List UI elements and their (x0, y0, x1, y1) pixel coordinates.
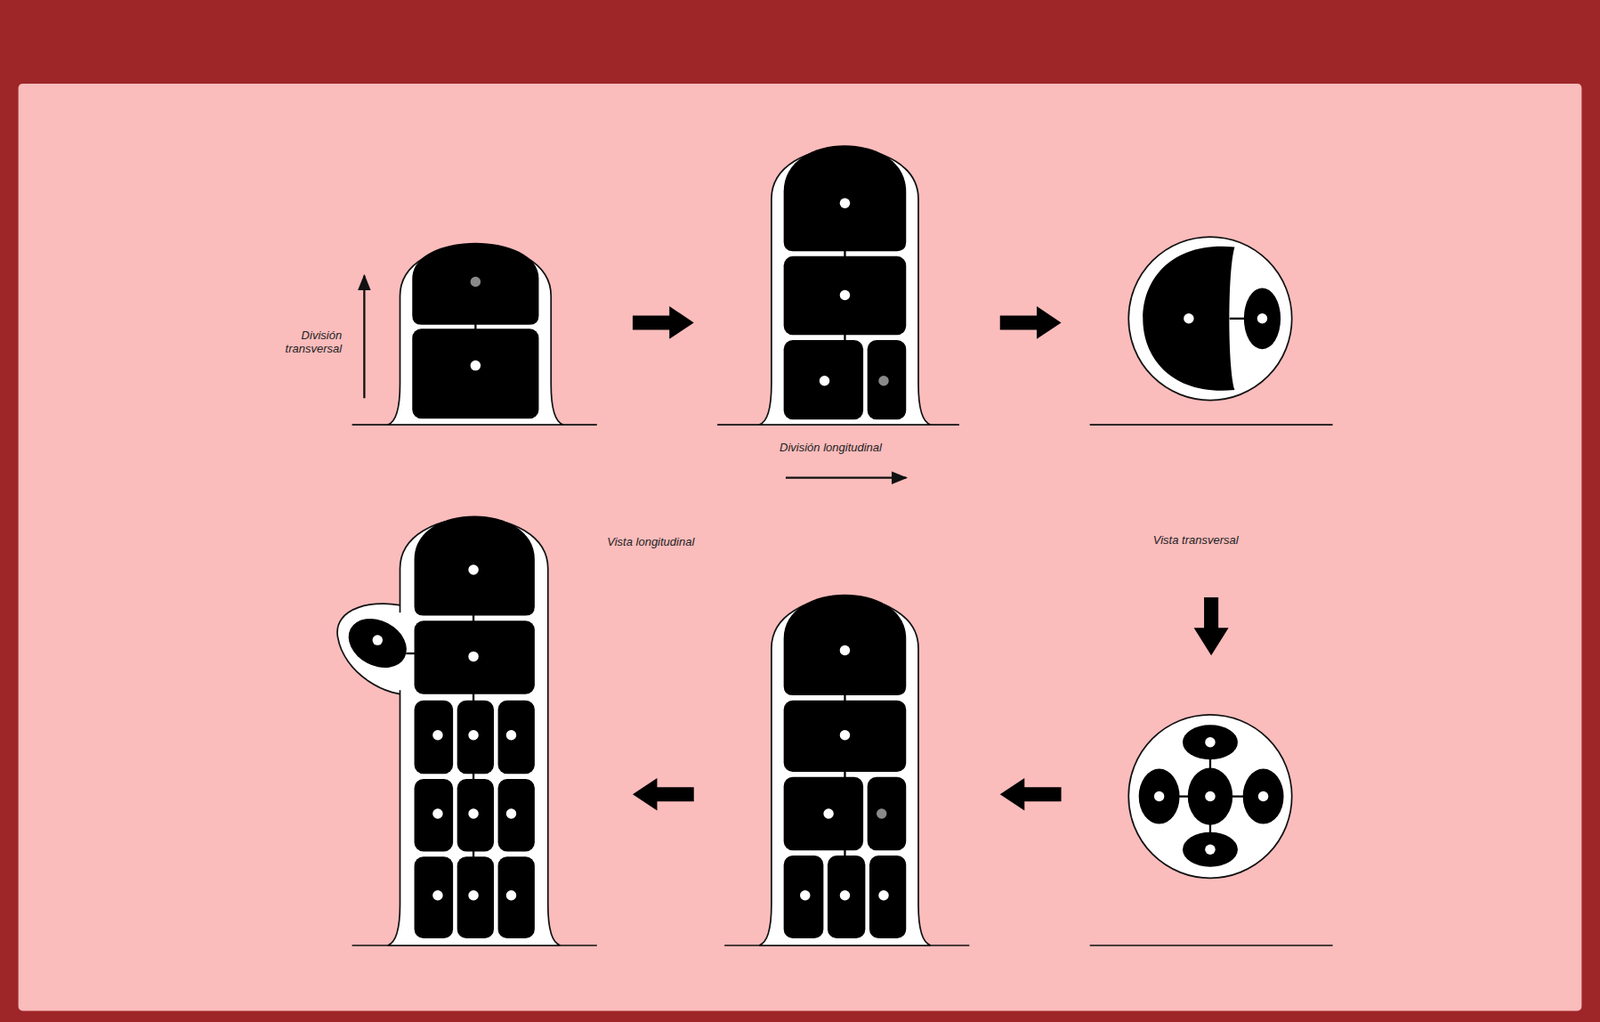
nucleus (468, 651, 478, 662)
nucleus (840, 290, 850, 300)
nucleus (823, 808, 833, 818)
apical-cell (783, 145, 907, 251)
base-line (1090, 944, 1334, 946)
plasmodesm (843, 769, 846, 779)
cell (414, 700, 454, 775)
plasmodesm (843, 249, 846, 259)
apical-cell (414, 515, 535, 615)
annotation-label: División transversal (259, 328, 342, 356)
nucleus (470, 276, 481, 287)
nucleus (432, 889, 443, 900)
step-arrow (1000, 777, 1062, 811)
cell (414, 856, 454, 938)
nucleus (819, 375, 830, 386)
cell (783, 855, 825, 938)
cell (457, 778, 494, 851)
cell (457, 856, 494, 938)
cell-section (1142, 246, 1235, 391)
nucleus (840, 645, 850, 655)
nucleus (840, 197, 850, 208)
cell (783, 700, 907, 772)
plasmodesm (843, 693, 846, 703)
cell (457, 700, 494, 775)
cell-section (1187, 767, 1233, 825)
direction-arrow (785, 476, 906, 479)
cell (498, 778, 535, 851)
apical-cell (412, 242, 539, 325)
nucleus (1258, 791, 1269, 801)
step-arrow (1000, 306, 1062, 340)
nucleus (800, 889, 810, 900)
nucleus (1204, 843, 1215, 854)
cell (869, 855, 906, 938)
nucleus (1257, 313, 1268, 324)
nucleus (432, 808, 443, 818)
cell (412, 328, 539, 419)
nucleus (840, 729, 850, 740)
branch-wall (337, 603, 414, 695)
cell-section (1182, 832, 1238, 867)
cell (414, 620, 535, 695)
nucleus (840, 889, 850, 900)
plasmodesm (472, 692, 475, 703)
section-outline (1128, 714, 1292, 878)
nucleus (468, 808, 478, 818)
cell (827, 855, 865, 938)
nucleus (506, 889, 517, 900)
step-arrow (1194, 597, 1229, 655)
cell (867, 776, 907, 851)
step-arrow (632, 306, 695, 340)
cell-section (1244, 287, 1281, 349)
cell-section (1182, 724, 1238, 760)
nucleus (1204, 736, 1215, 747)
nucleus (878, 375, 889, 386)
annotation-label: Vista transversal (1153, 533, 1317, 547)
nucleus (372, 634, 383, 645)
cell (783, 339, 864, 420)
nucleus (1183, 313, 1194, 324)
cell (414, 778, 454, 851)
section-outline (1128, 236, 1292, 400)
nucleus (506, 729, 517, 740)
cell-section (339, 608, 415, 678)
nucleus (1154, 791, 1164, 801)
cell (783, 256, 907, 335)
nucleus (876, 808, 887, 818)
base-line (1090, 423, 1334, 426)
annotation-label: División longitudinal (779, 440, 963, 454)
plasmodesm (472, 771, 475, 781)
cell (498, 856, 535, 938)
nucleus (432, 729, 443, 740)
direction-arrow (363, 275, 365, 399)
plasmodesm (405, 652, 416, 655)
nucleus (506, 808, 517, 818)
plasmodesm (472, 613, 475, 623)
plasmodesm (474, 322, 477, 331)
nucleus (468, 564, 478, 574)
apical-cell (783, 594, 907, 695)
step-arrow (632, 777, 695, 811)
cell-section (1243, 768, 1285, 825)
cell-section (1139, 768, 1180, 825)
cell (783, 776, 864, 851)
annotation-label: Vista longitudinal (606, 534, 770, 549)
panel-background (18, 83, 1583, 1011)
plasmodesm (843, 848, 846, 857)
plasmodesm (472, 848, 475, 858)
nucleus (470, 360, 481, 371)
cell (498, 700, 535, 775)
nucleus (468, 889, 478, 900)
plasmodesm (843, 332, 846, 342)
plasmodesm (1229, 317, 1247, 320)
cell (867, 339, 907, 420)
nucleus (878, 889, 889, 900)
nucleus (468, 729, 478, 740)
nucleus (1204, 791, 1215, 801)
